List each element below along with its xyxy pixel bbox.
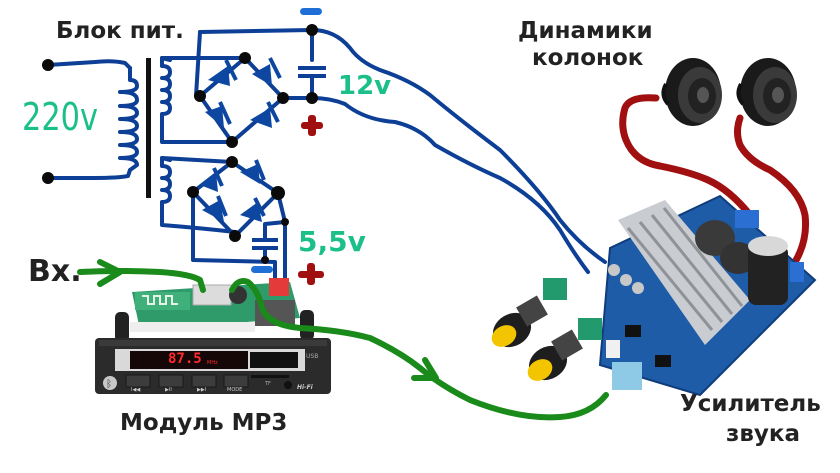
mp3-module-label: Модуль MP3 <box>120 410 288 436</box>
speaker-terminal <box>790 262 804 282</box>
node <box>281 218 289 226</box>
mains-terminal-top <box>42 59 54 71</box>
heatsink <box>618 200 750 345</box>
node <box>194 90 206 102</box>
node <box>229 230 241 242</box>
amplifier-board <box>543 194 817 397</box>
bluetooth-icon <box>103 376 117 390</box>
amplifier-label-line1: Усилитель <box>680 391 821 417</box>
mp3-display-readout: 87.5 <box>168 351 202 367</box>
prev-button[interactable] <box>125 374 151 388</box>
speaker-right <box>736 58 797 126</box>
mode-button-label: MODE <box>227 387 243 393</box>
minus-mark-12v <box>300 8 322 15</box>
rectifier-bridge-5v <box>187 156 289 287</box>
next-button-label: ▶▶I <box>197 387 207 393</box>
plus-mark-12v <box>301 115 323 136</box>
usb-label: USB <box>306 353 319 360</box>
signal-arrow <box>411 357 439 381</box>
node <box>187 186 199 198</box>
knob-volume[interactable] <box>487 295 548 353</box>
rectifier-bridge-12v <box>194 24 607 274</box>
panel-buttons <box>125 374 249 388</box>
play-button-label: ▶II <box>165 387 172 393</box>
input-arrow <box>97 259 123 287</box>
wire-12v-minus-out <box>310 28 607 264</box>
secondary-coil-5v <box>160 156 237 234</box>
rail-5v-label: 5,5v <box>298 225 366 258</box>
rail-12v-label: 12v <box>338 71 392 101</box>
mode-button[interactable] <box>223 374 249 388</box>
node <box>271 186 285 200</box>
transformer <box>46 56 247 234</box>
aux-jack <box>284 381 292 389</box>
wire-12v-plus-out <box>310 96 590 274</box>
mains-voltage-label: 220v <box>22 95 99 139</box>
node <box>277 92 289 104</box>
secondary-5v-top <box>160 156 234 164</box>
svg-text:ᛒ: ᛒ <box>106 379 112 390</box>
node <box>261 256 269 264</box>
node <box>306 92 318 104</box>
filter-capacitor <box>748 245 788 305</box>
secondary-coil-12v <box>160 56 234 144</box>
play-pause-button[interactable] <box>158 374 184 388</box>
amplifier-label-line2: звука <box>726 421 801 447</box>
speakers-label-line1: Динамики <box>518 18 653 44</box>
speakers-label-line2: колонок <box>532 45 644 71</box>
node <box>226 156 238 168</box>
speaker-wire-right <box>734 114 809 266</box>
prev-button-label: I◀◀ <box>131 387 141 393</box>
primary-lead-top <box>46 59 132 70</box>
node <box>239 52 251 64</box>
pot-housing <box>543 278 567 300</box>
node <box>306 24 318 36</box>
mp3-display-unit: MHz <box>207 360 218 366</box>
next-button[interactable] <box>191 374 217 388</box>
speaker-terminal <box>735 210 759 228</box>
tf-label: TF <box>265 381 271 387</box>
mp3-display <box>130 351 248 369</box>
minus-mark-5v <box>251 266 273 273</box>
node <box>226 136 238 148</box>
knob-bass[interactable] <box>523 329 583 386</box>
plus-mark-5v <box>298 263 324 285</box>
primary-coil <box>118 66 139 172</box>
capacitor-12v <box>298 66 326 78</box>
input-label: Bx. <box>28 254 82 289</box>
tf-slot <box>251 375 289 378</box>
usb-slot <box>250 352 298 368</box>
transformer-core <box>146 58 151 198</box>
brand-label: Hi-Fi <box>297 384 313 391</box>
mp3-module: ᛒ <box>95 278 331 394</box>
power-supply-label: Блок пит. <box>56 18 184 44</box>
speaker-left <box>661 58 722 126</box>
mains-terminal-bottom <box>42 172 54 184</box>
primary-lead-bottom <box>46 168 132 180</box>
speaker-wire-left <box>619 94 754 219</box>
mp3-to-amp-wire <box>229 278 609 421</box>
capacitor-5v <box>252 238 278 250</box>
audio-input-jack <box>612 362 642 390</box>
input-signal-wire <box>77 268 206 293</box>
pot-housing <box>578 318 602 340</box>
